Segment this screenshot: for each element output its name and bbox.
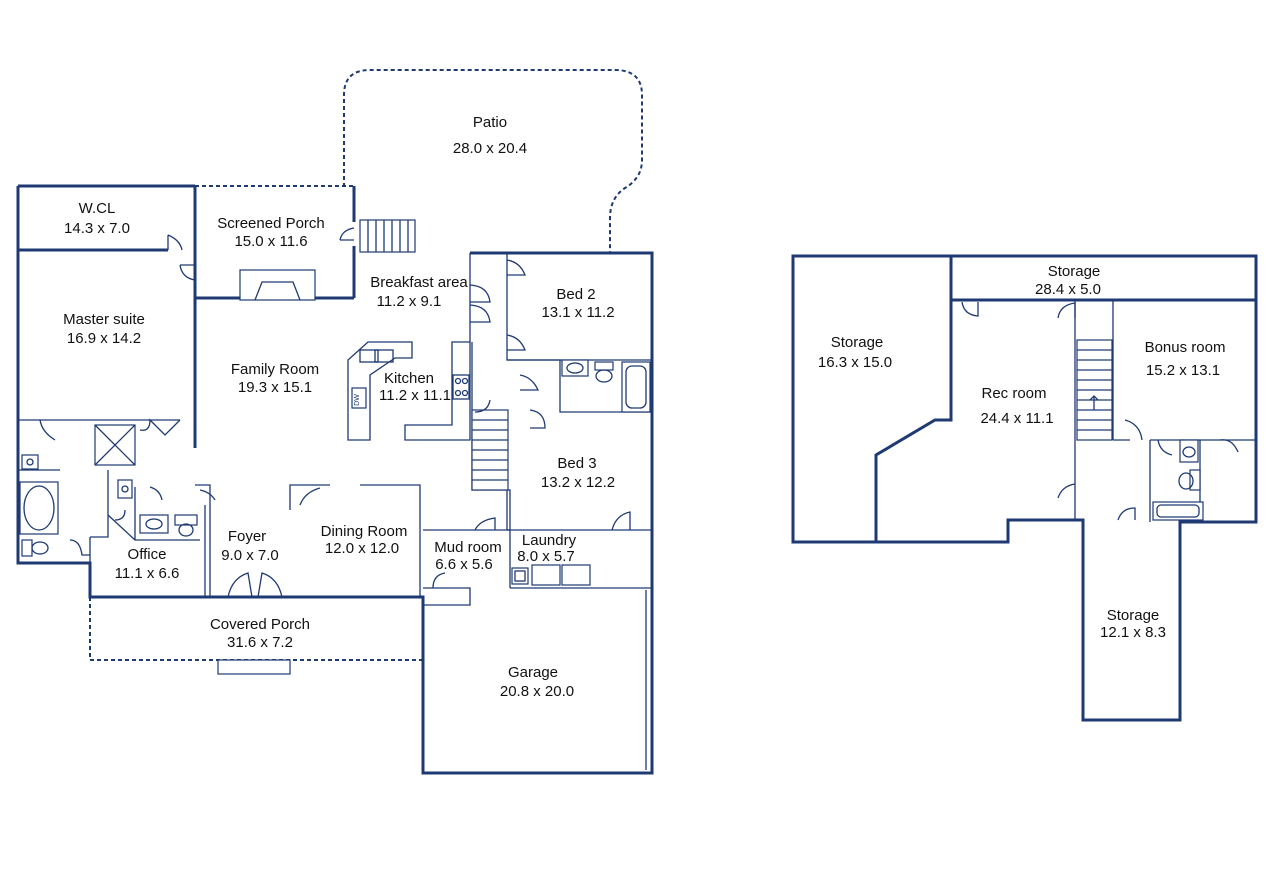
garage-name: Garage bbox=[508, 664, 558, 681]
wcl-name: W.CL bbox=[79, 200, 116, 217]
laundry-name: Laundry bbox=[522, 532, 577, 549]
master-bath-fixtures bbox=[19, 424, 136, 557]
patio-name: Patio bbox=[473, 114, 507, 131]
master-suite-name: Master suite bbox=[63, 311, 145, 328]
fireplace bbox=[239, 269, 316, 301]
room-labels: Patio 28.0 x 20.4 W.CL 14.3 x 7.0 Screen… bbox=[63, 114, 1225, 700]
upper-bath-fixtures bbox=[1152, 439, 1204, 521]
office-name: Office bbox=[128, 546, 167, 563]
porch-step bbox=[217, 659, 291, 675]
dining-room-name: Dining Room bbox=[321, 523, 408, 540]
patio-dims: 28.0 x 20.4 bbox=[453, 140, 527, 157]
door-swings-main bbox=[39, 227, 631, 598]
dishwasher-label: DW bbox=[354, 394, 361, 406]
bed2-name: Bed 2 bbox=[556, 286, 595, 303]
main-floor: DW bbox=[16, 69, 654, 775]
breakfast-area-dims: 11.2 x 9.1 bbox=[377, 293, 442, 310]
upper-thin-walls bbox=[1074, 300, 1256, 522]
patio-stairs bbox=[359, 219, 416, 253]
patio-outline bbox=[343, 69, 643, 252]
family-room-name: Family Room bbox=[231, 361, 319, 378]
covered-porch-dims: 31.6 x 7.2 bbox=[227, 634, 293, 651]
door-swings-upper bbox=[961, 301, 1239, 521]
interior-walls bbox=[18, 253, 652, 606]
storage-top-name: Storage bbox=[1048, 263, 1101, 280]
rec-room-dims: 24.4 x 11.1 bbox=[980, 410, 1053, 427]
laundry-dims: 8.0 x 5.7 bbox=[517, 548, 575, 565]
storage-left-name: Storage bbox=[831, 334, 884, 351]
main-stairs bbox=[471, 409, 509, 491]
kitchen-counters: DW bbox=[347, 341, 471, 441]
wcl-dims: 14.3 x 7.0 bbox=[64, 220, 130, 237]
powder-room-fixtures bbox=[139, 514, 198, 537]
master-suite-dims: 16.9 x 14.2 bbox=[67, 330, 141, 347]
bed3-name: Bed 3 bbox=[557, 455, 596, 472]
storage-bottom-name: Storage bbox=[1107, 607, 1160, 624]
screened-porch-walls bbox=[195, 186, 356, 300]
dining-room-dims: 12.0 x 12.0 bbox=[325, 540, 399, 557]
bed2-bath-fixtures bbox=[561, 359, 651, 413]
mud-room-name: Mud room bbox=[434, 539, 502, 556]
screened-porch-name: Screened Porch bbox=[217, 215, 325, 232]
exterior-walls bbox=[16, 184, 654, 775]
breakfast-area-name: Breakfast area bbox=[370, 274, 468, 291]
family-room-dims: 19.3 x 15.1 bbox=[238, 379, 312, 396]
bonus-room-dims: 15.2 x 13.1 bbox=[1146, 362, 1220, 379]
rec-room-name: Rec room bbox=[981, 385, 1046, 402]
upper-stairs bbox=[1076, 339, 1113, 441]
foyer-name: Foyer bbox=[228, 528, 266, 545]
bed3-dims: 13.2 x 12.2 bbox=[541, 474, 615, 491]
covered-porch-outline bbox=[89, 597, 423, 661]
garage-dims: 20.8 x 20.0 bbox=[500, 683, 574, 700]
kitchen-dims: 11.2 x 11.1 bbox=[379, 387, 451, 404]
kitchen-name: Kitchen bbox=[384, 370, 434, 387]
office-dims: 11.1 x 6.6 bbox=[115, 565, 180, 582]
upper-interior-walls bbox=[874, 256, 1256, 542]
bonus-room-name: Bonus room bbox=[1145, 339, 1226, 356]
storage-top-dims: 28.4 x 5.0 bbox=[1035, 281, 1101, 298]
storage-left-dims: 16.3 x 15.0 bbox=[818, 354, 892, 371]
upper-floor bbox=[791, 254, 1258, 722]
covered-porch-name: Covered Porch bbox=[210, 616, 310, 633]
master-wcl-walls bbox=[18, 186, 197, 448]
foyer-dims: 9.0 x 7.0 bbox=[221, 547, 279, 564]
mud-room-dims: 6.6 x 5.6 bbox=[435, 556, 493, 573]
bed2-dims: 13.1 x 11.2 bbox=[541, 304, 614, 321]
storage-bottom-dims: 12.1 x 8.3 bbox=[1100, 624, 1166, 641]
laundry-fixtures bbox=[511, 564, 591, 586]
screened-porch-dims: 15.0 x 11.6 bbox=[234, 233, 307, 250]
upper-exterior-walls bbox=[791, 254, 1258, 722]
